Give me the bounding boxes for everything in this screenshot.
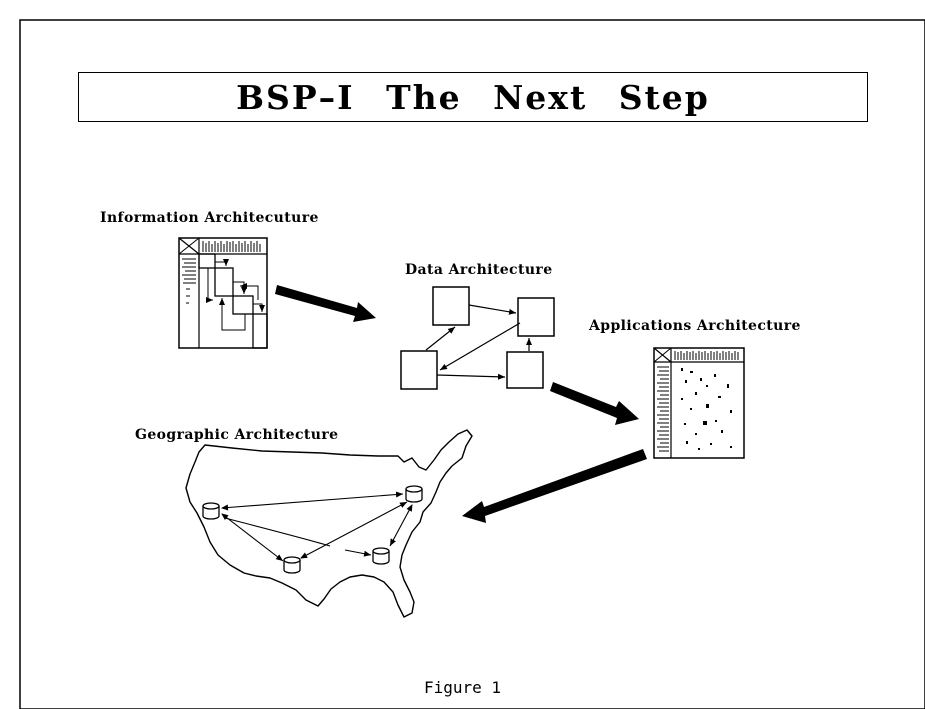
entity-box (517, 297, 555, 337)
title-box: BSP–I The Next Step (78, 72, 868, 122)
label-applications-architecture: Applications Architecture (589, 318, 801, 334)
database-icon (283, 556, 301, 574)
flow-arrow-applications-to-geographic (462, 449, 647, 523)
database-icon (202, 502, 220, 520)
figure-caption: Figure 1 (423, 678, 502, 697)
entity-box (432, 286, 470, 326)
label-information-architecture: Information Architecuture (100, 210, 319, 226)
label-geographic-architecture: Geographic Architecture (135, 427, 339, 443)
label-data-architecture: Data Architecture (405, 262, 553, 278)
flow-arrow-data-to-applications (550, 382, 639, 425)
geographic-architecture-map (185, 429, 473, 618)
database-icon (372, 547, 390, 565)
flow-arrow-info-to-data (275, 285, 376, 322)
information-architecture-matrix (178, 237, 268, 349)
page-title: BSP–I The Next Step (236, 77, 710, 117)
database-icon (405, 485, 423, 503)
applications-architecture-matrix (653, 347, 745, 459)
entity-box (506, 351, 544, 389)
data-architecture-graph (400, 286, 555, 390)
page-border (19, 19, 925, 709)
entity-box (400, 350, 438, 390)
